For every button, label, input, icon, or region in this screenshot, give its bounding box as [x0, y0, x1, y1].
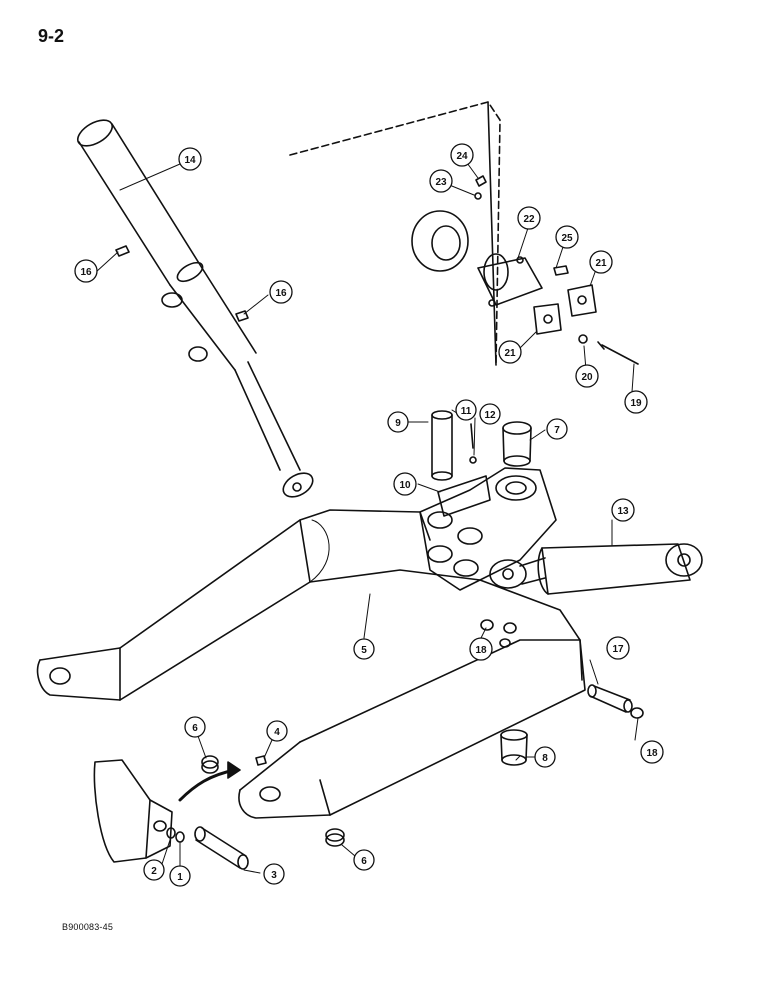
svg-text:12: 12 — [484, 410, 496, 421]
callout-25: 25 — [555, 225, 579, 249]
svg-text:22: 22 — [523, 214, 535, 225]
assembly-arrow — [178, 761, 241, 802]
callout-21b: 21 — [498, 340, 522, 364]
washer-12 — [469, 456, 477, 464]
svg-text:21: 21 — [595, 258, 607, 269]
callout-8: 8 — [534, 746, 556, 768]
fitting-4 — [255, 755, 267, 766]
washer-2 — [166, 827, 176, 839]
callout-5: 5 — [353, 638, 375, 660]
callout-20: 20 — [575, 364, 599, 388]
snap-ring-18b — [630, 707, 644, 719]
leader-lines — [95, 155, 639, 874]
washer-20 — [578, 334, 588, 344]
callout-9: 9 — [387, 411, 409, 433]
svg-text:13: 13 — [617, 506, 629, 517]
svg-text:25: 25 — [561, 233, 573, 244]
svg-text:17: 17 — [612, 644, 624, 655]
svg-text:21: 21 — [504, 348, 516, 359]
figure-code: B900083-45 — [62, 922, 114, 932]
svg-text:3: 3 — [271, 870, 277, 881]
callout-2: 2 — [143, 859, 165, 881]
callout-18b: 18 — [640, 740, 664, 764]
callout-16a: 16 — [74, 259, 98, 283]
callout-23: 23 — [429, 169, 453, 193]
svg-text:23: 23 — [435, 177, 447, 188]
plate-10 — [437, 475, 491, 517]
callouts: 1 2 3 4 5 6 6 7 8 9 10 11 12 13 14 16 16… — [74, 143, 664, 887]
svg-text:1: 1 — [177, 872, 183, 883]
pin-3 — [194, 826, 249, 870]
svg-text:10: 10 — [399, 480, 411, 491]
callout-21a: 21 — [589, 250, 613, 274]
callout-6a: 6 — [184, 716, 206, 738]
callout-10: 10 — [393, 472, 417, 496]
bolt-19 — [597, 341, 639, 365]
svg-text:19: 19 — [630, 398, 642, 409]
bracket-plate — [93, 759, 173, 863]
snap-ring-18a — [480, 619, 494, 631]
pivot-casting — [419, 467, 557, 591]
bushing-8 — [500, 729, 528, 766]
bolt-11 — [470, 423, 474, 449]
page-number: 9-2 — [38, 26, 65, 46]
svg-text:4: 4 — [274, 727, 280, 738]
callout-24: 24 — [450, 143, 474, 167]
svg-text:5: 5 — [361, 645, 367, 656]
svg-text:20: 20 — [581, 372, 593, 383]
svg-text:16: 16 — [275, 288, 287, 299]
callout-18a: 18 — [469, 637, 493, 661]
pin-17 — [587, 684, 633, 713]
svg-text:6: 6 — [361, 856, 367, 867]
svg-text:16: 16 — [80, 267, 92, 278]
mounting-plate — [289, 101, 501, 366]
svg-text:14: 14 — [184, 155, 196, 166]
callout-13: 13 — [611, 498, 635, 522]
grease-fitting-16a — [115, 245, 130, 257]
svg-text:11: 11 — [461, 406, 472, 417]
svg-text:6: 6 — [192, 723, 198, 734]
hydraulic-cylinder-13 — [489, 543, 703, 595]
callout-11: 11 — [455, 399, 477, 421]
callout-1: 1 — [169, 865, 191, 887]
cap-21a — [567, 284, 597, 317]
a-frame-5 — [36, 509, 586, 819]
svg-text:8: 8 — [542, 753, 548, 764]
callout-17: 17 — [606, 636, 630, 660]
svg-text:2: 2 — [151, 866, 157, 877]
svg-text:9: 9 — [395, 418, 401, 429]
spring-24 — [475, 175, 487, 187]
bushing-6b — [325, 828, 345, 847]
bolt-1 — [175, 831, 185, 843]
ball-23 — [474, 192, 482, 200]
bushing-6a — [201, 755, 219, 774]
callout-19: 19 — [624, 390, 648, 414]
svg-text:24: 24 — [456, 151, 468, 162]
grease-fitting-16b — [235, 310, 249, 322]
callout-12: 12 — [479, 403, 501, 425]
fitting-25 — [553, 265, 569, 276]
pin-9 — [431, 410, 453, 481]
callout-3: 3 — [263, 863, 285, 885]
callout-4: 4 — [266, 720, 288, 742]
callout-6b: 6 — [353, 849, 375, 871]
svg-text:7: 7 — [554, 425, 560, 436]
hydraulic-cylinder-upper — [77, 119, 314, 498]
callout-14: 14 — [178, 147, 202, 171]
cap-21b — [533, 303, 562, 335]
callout-22: 22 — [517, 206, 541, 230]
callout-7: 7 — [546, 418, 568, 440]
bushing-7 — [502, 421, 532, 467]
svg-text:18: 18 — [646, 748, 658, 759]
callout-16b: 16 — [269, 280, 293, 304]
bearing-housing-22 — [411, 210, 543, 307]
svg-text:18: 18 — [475, 645, 487, 656]
